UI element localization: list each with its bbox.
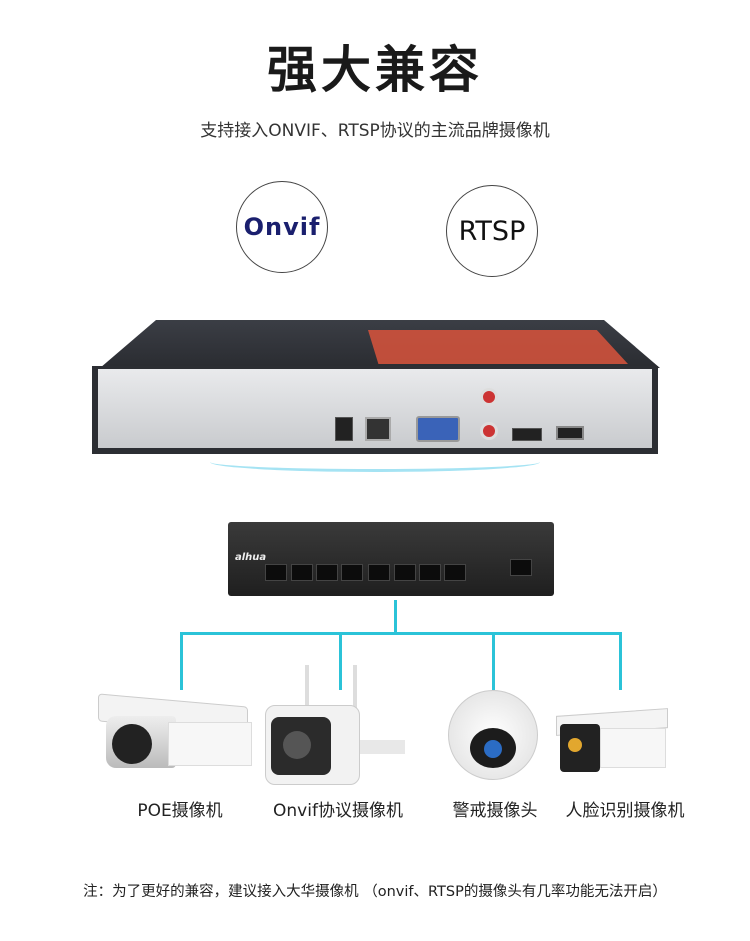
nvr-glow — [210, 452, 540, 472]
switch-port-2 — [291, 564, 313, 581]
vga-port-icon — [416, 416, 460, 442]
face-recognition-camera-image — [556, 708, 668, 774]
camera-label-face: 人脸识别摄像机 — [565, 801, 685, 821]
onvif-camera-image — [265, 665, 415, 785]
connector-trunk — [394, 600, 397, 634]
poe-camera-image — [98, 693, 254, 770]
usb-port-icon — [556, 426, 584, 440]
audio-out-icon — [480, 388, 498, 406]
nvr-label-sticker — [368, 330, 628, 364]
onvif-label: Onvif — [243, 213, 321, 241]
connector-drop-3 — [492, 632, 495, 690]
connector-bus — [180, 632, 622, 635]
switch-uplink-port — [510, 559, 532, 576]
footnote: 注：为了更好的兼容，建议接入大华摄像机 （onvif、RTSP的摄像头有几率功能… — [83, 884, 667, 900]
poe-switch — [228, 522, 554, 596]
connector-drop-1 — [180, 632, 183, 690]
hdmi-port-icon — [512, 428, 542, 441]
switch-port-5 — [368, 564, 390, 581]
camera-label-onvif: Onvif协议摄像机 — [273, 801, 403, 821]
power-port-icon — [335, 417, 353, 441]
switch-port-1 — [265, 564, 287, 581]
rtsp-logo: RTSP — [446, 185, 538, 277]
camera-label-alert: 警戒摄像头 — [452, 801, 538, 821]
switch-port-7 — [419, 564, 441, 581]
subtitle: 支持接入ONVIF、RTSP协议的主流品牌摄像机 — [200, 121, 550, 141]
switch-port-6 — [394, 564, 416, 581]
connector-drop-2 — [339, 632, 342, 690]
onvif-logo: Onvif — [236, 181, 328, 273]
rtsp-label: RTSP — [458, 215, 526, 247]
ethernet-port-icon — [365, 417, 391, 441]
connector-drop-4 — [619, 632, 622, 690]
switch-port-3 — [316, 564, 338, 581]
page-title: 强大兼容 — [267, 41, 483, 99]
audio-in-icon — [480, 422, 498, 440]
camera-label-poe: POE摄像机 — [137, 801, 223, 821]
switch-port-4 — [341, 564, 363, 581]
alert-dome-camera-image — [448, 690, 538, 780]
switch-brand-logo: alhua — [235, 552, 267, 563]
switch-port-8 — [444, 564, 466, 581]
